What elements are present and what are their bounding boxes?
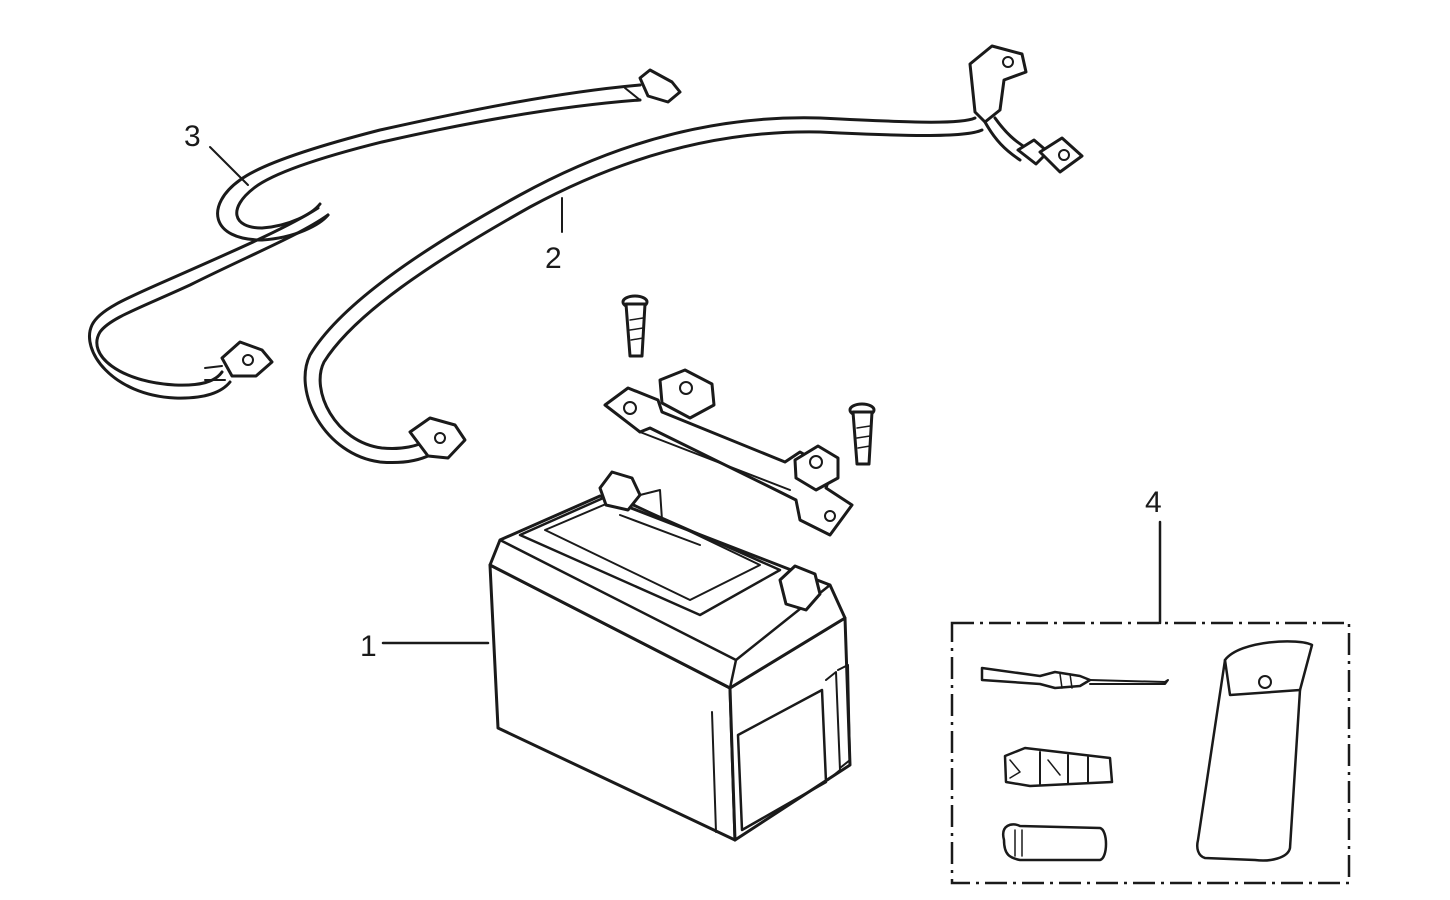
callout-3: 3 (184, 120, 201, 153)
grip-icon (1001, 823, 1108, 862)
tool-kit-border (950, 621, 1351, 885)
screwdriver-icon (980, 666, 1169, 690)
callout-4: 4 (1145, 486, 1162, 519)
bolt-right (848, 402, 876, 466)
tool-pouch-icon (1196, 640, 1314, 862)
battery-strap-part (603, 294, 876, 537)
callout-2: 2 (545, 242, 562, 275)
positive-cable-part: 2 (303, 44, 1084, 464)
battery-part: 1 (360, 470, 852, 842)
spark-plug-wrench-icon (1003, 746, 1114, 788)
tool-kit-part: 4 (950, 486, 1351, 885)
callout-1: 1 (360, 630, 377, 663)
bolt-left (621, 294, 649, 358)
negative-cable-part: 3 (88, 68, 682, 400)
